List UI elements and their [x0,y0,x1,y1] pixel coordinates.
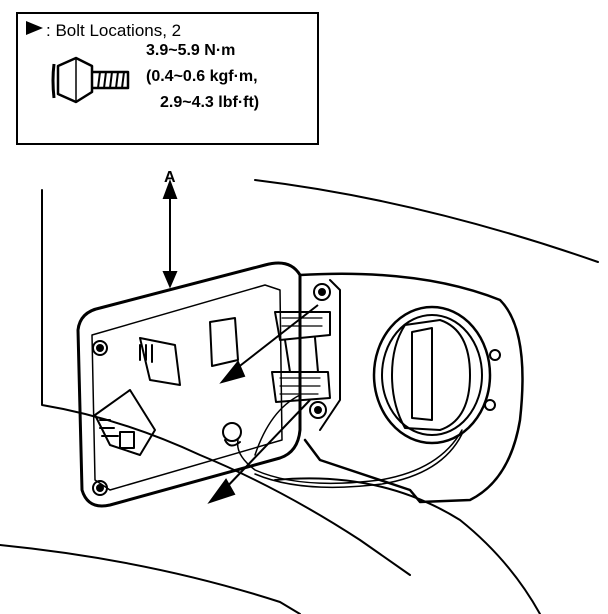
door-bolt-bottom-left [92,480,108,496]
opener-nub [222,422,242,442]
bolt-locations-label: : Bolt Locations, 2 [46,21,182,40]
door-bolt-top-left [92,340,108,356]
torque-kgf: (0.4~0.6 kgf·m, [146,68,258,85]
fuel-cap-outer [372,305,492,445]
bolt-location-arrow-1-shaft [231,304,319,373]
filled-triangle-arrow-icon [26,20,46,41]
torque-nm: 3.9~5.9 N·m [146,42,236,59]
bolt-location-arrow-2-shaft [221,399,311,493]
hinge-mechanism [274,311,331,341]
flange-bolt-icon [51,56,130,104]
bolt-location-arrow-1-head [219,360,246,384]
latch-bracket [139,337,181,386]
release-cable [254,394,301,456]
bolt-locations-legend: : Bolt Locations, 2 [26,20,181,41]
hinge-clip [209,317,239,367]
lower-body-curve [274,477,541,614]
tether-cable [236,429,463,485]
body-panel-top-edge [254,179,599,263]
lock-piece [94,389,156,456]
rear-fender-curve [0,544,301,614]
torque-lbf: 2.9~4.3 lbf·ft) [160,94,260,111]
fuel-cap-handle [391,319,471,431]
callout-label-a: A [164,169,176,186]
callout-a-arrowhead [162,179,178,199]
bolt-location-arrow-2-head [207,478,236,504]
housing-bolt-top [313,283,331,301]
fuel-door-panel [76,261,302,508]
fuel-cap-ring [381,314,483,436]
filler-housing [298,272,524,504]
body-panel-outline [41,189,411,576]
fuel-door-inner-edge [91,284,283,491]
housing-bolt-bottom [309,401,327,419]
filler-housing-inner [319,279,341,431]
